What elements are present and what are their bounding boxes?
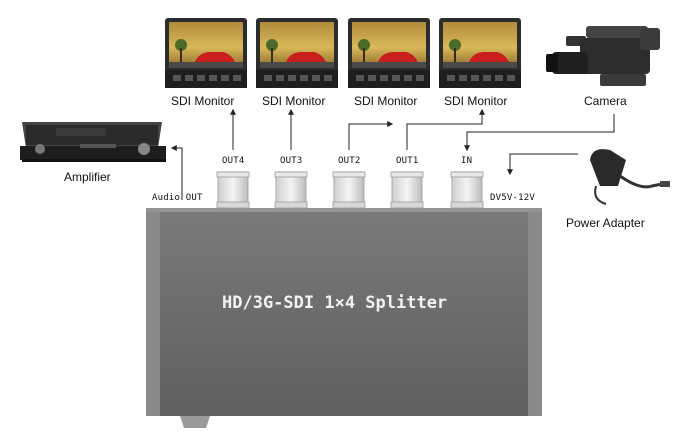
port-label-power: DV5V-12V [490, 193, 535, 203]
port-label-out1: OUT1 [396, 156, 419, 166]
arrow-out1-to-monitor [406, 108, 485, 150]
sdi-monitor-4-icon [165, 18, 247, 88]
bnc-connector-in [450, 171, 484, 209]
power-adapter-icon [590, 149, 670, 205]
sdi-monitor-3-icon [256, 18, 338, 88]
port-label-out3: OUT3 [280, 156, 303, 166]
camera-label: Camera [584, 94, 627, 108]
port-label-out4: OUT4 [222, 156, 245, 166]
sdi-monitor-2-icon [348, 18, 430, 88]
splitter-device [146, 208, 542, 428]
port-label-audio-out: Audio OUT [152, 193, 203, 203]
sdi-monitor-4-label: SDI Monitor [171, 94, 235, 108]
sdi-monitor-3-label: SDI Monitor [262, 94, 326, 108]
amplifier-label: Amplifier [64, 170, 111, 184]
arrow-power-to-dc [507, 153, 578, 176]
device-title: HD/3G-SDI 1×4 Splitter [222, 293, 448, 313]
camera-icon [546, 26, 660, 86]
amplifier-icon [20, 122, 166, 162]
bnc-connector-out3 [274, 171, 308, 209]
sdi-monitor-1-label: SDI Monitor [444, 94, 508, 108]
signal-arrows [170, 108, 615, 200]
port-label-out2: OUT2 [338, 156, 361, 166]
arrow-audio-to-amplifier [170, 145, 183, 200]
bnc-connector-out2 [332, 171, 366, 209]
bnc-connector-out1 [390, 171, 424, 209]
sdi-monitor-1-icon [439, 18, 521, 88]
arrow-camera-to-in [464, 114, 615, 152]
bnc-connector-out4 [216, 171, 250, 209]
arrow-out2-to-monitor [348, 121, 394, 150]
power-adapter-label: Power Adapter [566, 216, 645, 230]
port-label-in: IN [461, 156, 473, 166]
sdi-monitor-2-label: SDI Monitor [354, 94, 418, 108]
